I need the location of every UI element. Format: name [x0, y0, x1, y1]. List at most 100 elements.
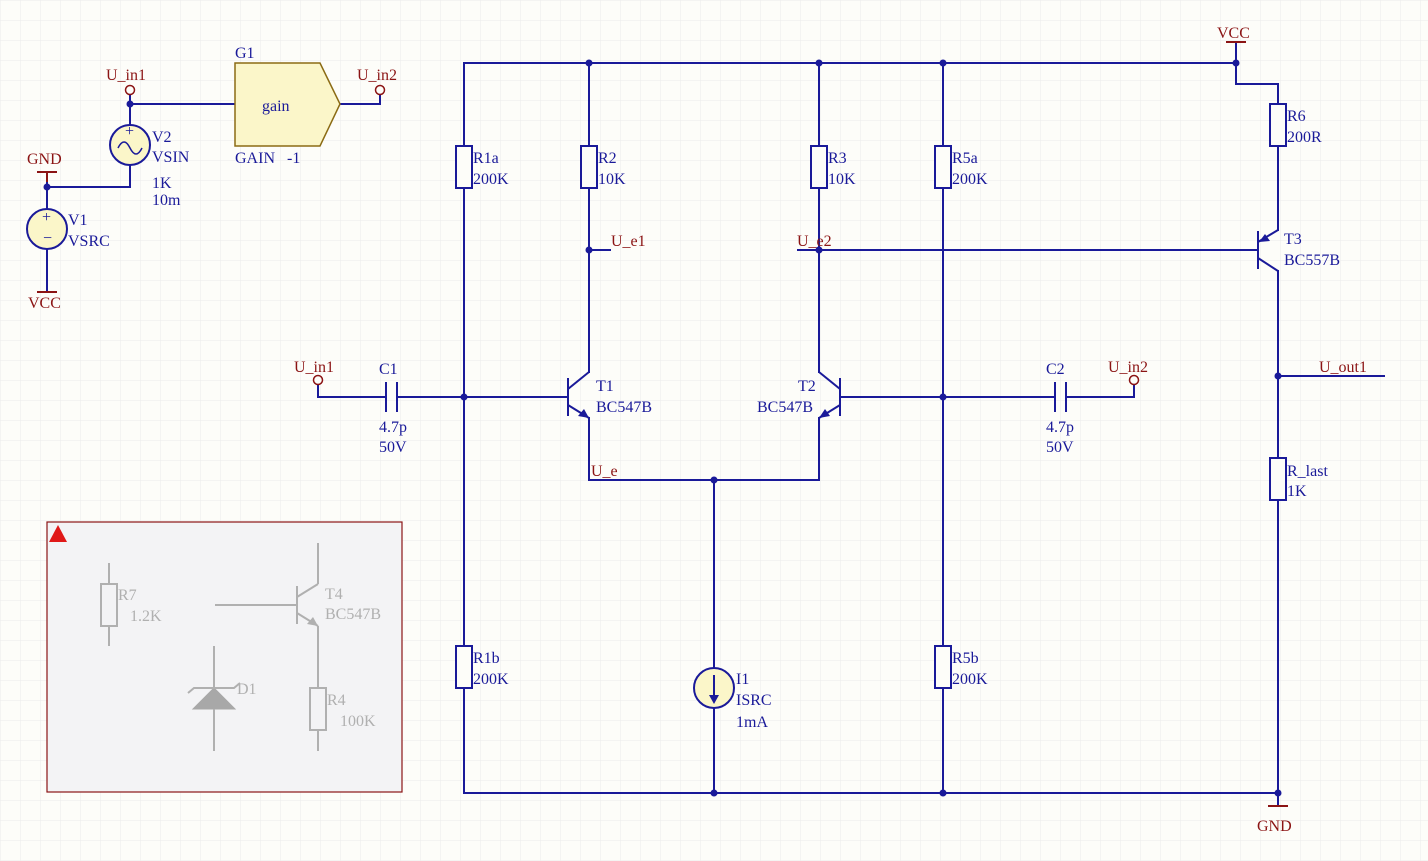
warning-triangle-icon[interactable] — [49, 525, 67, 542]
r2-ref: R2 — [598, 150, 617, 167]
v2-value: VSIN — [152, 149, 190, 166]
r1b-ref: R1b — [473, 650, 500, 667]
g1-param: GAIN -1 — [235, 150, 300, 167]
wires — [46, 41, 1385, 807]
resistor-r6[interactable]: R6 200R — [1269, 103, 1322, 147]
c2-ref: C2 — [1046, 361, 1065, 378]
r5a-value: 200K — [952, 171, 988, 188]
voltage-source-v1[interactable]: + − V1 VSRC — [26, 208, 110, 250]
v2-param1: 1K — [152, 175, 172, 192]
resistor-r1a[interactable]: R1a 200K — [455, 145, 509, 189]
v1-value: VSRC — [68, 233, 110, 250]
vcc-port-left[interactable]: VCC — [28, 291, 61, 312]
resistor-r4[interactable]: R4 100K — [309, 687, 376, 751]
v2-ref: V2 — [152, 129, 172, 146]
resistor-r-last[interactable]: R_last 1K — [1269, 457, 1328, 501]
r-last-value: 1K — [1287, 483, 1307, 500]
gnd-port-left[interactable]: GND — [27, 151, 62, 182]
compile-mask-block[interactable]: R7 1.2K T4 BC547B R4 100K D1 — [46, 521, 403, 793]
r2-value: 10K — [598, 171, 626, 188]
r-last-ref: R_last — [1287, 463, 1328, 480]
r1b-value: 200K — [473, 671, 509, 688]
gain-block-g1[interactable]: G1 gain GAIN -1 — [234, 45, 341, 167]
zener-diode-d1[interactable]: D1 — [187, 646, 257, 751]
net-label-u-in1: U_in1 — [106, 67, 146, 84]
net-label-u-in2-c2: U_in2 — [1108, 359, 1148, 376]
net-label-u-e2: U_e2 — [797, 233, 832, 250]
c2-voltage: 50V — [1046, 439, 1074, 456]
sine-wave-icon — [117, 141, 143, 155]
r4-ref: R4 — [327, 692, 346, 709]
junction-dots — [43, 59, 1282, 797]
transistor-t3[interactable]: T3 BC557B — [1236, 229, 1340, 272]
t1-value: BC547B — [596, 399, 652, 416]
port-u-in2-c2[interactable]: U_in2 — [1108, 359, 1148, 386]
r5a-ref: R5a — [952, 150, 978, 167]
transistor-t1[interactable]: T1 BC547B — [527, 371, 652, 419]
t4-ref: T4 — [325, 586, 343, 603]
r6-ref: R6 — [1287, 108, 1306, 125]
gnd-port-bottom[interactable]: GND — [1257, 805, 1292, 835]
r5b-ref: R5b — [952, 650, 979, 667]
r7-ref: R7 — [118, 587, 137, 604]
t1-ref: T1 — [596, 378, 614, 395]
capacitor-c1[interactable]: C1 4.7p 50V — [379, 361, 407, 456]
r5b-value: 200K — [952, 671, 988, 688]
emitter-arrow-icon — [578, 409, 589, 418]
vcc-label-top: VCC — [1217, 25, 1250, 42]
g1-ref: G1 — [235, 45, 255, 62]
c2-value: 4.7p — [1046, 419, 1074, 436]
r3-ref: R3 — [828, 150, 847, 167]
resistor-r3[interactable]: R3 10K — [810, 145, 856, 189]
vcc-label-left: VCC — [28, 295, 61, 312]
port-u-in1-source[interactable]: U_in1 — [106, 67, 146, 96]
emitter-arrow-icon — [307, 617, 318, 626]
voltage-source-v2[interactable]: + V2 VSIN 1K 10m — [109, 123, 190, 209]
r1a-ref: R1a — [473, 150, 499, 167]
g1-body: gain — [262, 98, 290, 115]
net-label-u-e: U_e — [591, 463, 618, 480]
i1-value: ISRC — [736, 692, 772, 709]
t3-value: BC557B — [1284, 252, 1340, 269]
port-u-in1-c1[interactable]: U_in1 — [294, 359, 334, 386]
gnd-label-bottom: GND — [1257, 818, 1292, 835]
t3-ref: T3 — [1284, 231, 1302, 248]
net-label-u-out1: U_out1 — [1319, 359, 1367, 376]
r1a-value: 200K — [473, 171, 509, 188]
vcc-port-top[interactable]: VCC — [1217, 25, 1250, 43]
capacitor-c2[interactable]: C2 4.7p 50V — [1046, 361, 1074, 456]
plus-icon: + — [42, 209, 51, 226]
t2-ref: T2 — [798, 378, 816, 395]
transistor-t2[interactable]: T2 BC547B — [757, 371, 882, 419]
net-label-u-in1-c1: U_in1 — [294, 359, 334, 376]
arrow-down-icon — [709, 695, 719, 704]
v2-param2: 10m — [152, 192, 181, 209]
r6-value: 200R — [1287, 129, 1322, 146]
c1-voltage: 50V — [379, 439, 407, 456]
plus-icon: + — [125, 123, 134, 140]
current-source-i1[interactable]: I1 ISRC 1mA — [693, 667, 772, 731]
r4-value: 100K — [340, 713, 376, 730]
c1-value: 4.7p — [379, 419, 407, 436]
resistor-r5a[interactable]: R5a 200K — [934, 145, 988, 189]
resistor-r2[interactable]: R2 10K — [580, 145, 626, 189]
r7-value: 1.2K — [130, 608, 162, 625]
minus-icon: − — [43, 230, 52, 247]
port-u-in2-gain[interactable]: U_in2 — [357, 67, 397, 96]
emitter-arrow-icon — [1259, 234, 1270, 242]
i1-ref: I1 — [736, 671, 749, 688]
transistor-t4[interactable]: T4 BC547B — [215, 543, 381, 688]
resistor-r7[interactable]: R7 1.2K — [100, 563, 162, 646]
gnd-label-left: GND — [27, 151, 62, 168]
t4-value: BC547B — [325, 606, 381, 623]
d1-ref: D1 — [237, 681, 257, 698]
net-label-u-e1: U_e1 — [611, 233, 646, 250]
i1-amp: 1mA — [736, 714, 768, 731]
emitter-arrow-icon — [819, 409, 830, 418]
net-label-u-in2: U_in2 — [357, 67, 397, 84]
resistor-r5b[interactable]: R5b 200K — [934, 645, 988, 689]
c1-ref: C1 — [379, 361, 398, 378]
t2-value: BC547B — [757, 399, 813, 416]
resistor-r1b[interactable]: R1b 200K — [455, 645, 509, 689]
